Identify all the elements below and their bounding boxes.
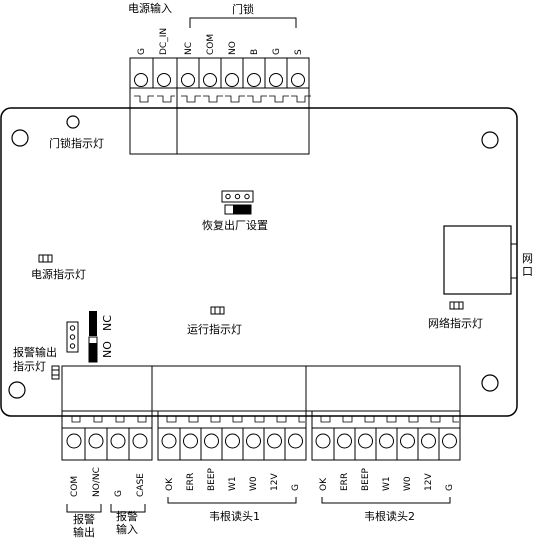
jumper-nc-label: NC <box>101 315 114 331</box>
pin-r2-err: ERR <box>340 472 350 491</box>
pin-lock-g: G <box>272 48 282 55</box>
pin-power-g: G <box>137 48 147 55</box>
power-input-label: 电源输入 <box>128 2 172 15</box>
pin-alarm-com: COM <box>70 475 80 497</box>
power-connector <box>129 57 178 155</box>
pin-alarm-nonc: NO/NC <box>92 467 102 497</box>
alarm-in-bracket <box>110 504 146 513</box>
pin-alarm-case: CASE <box>136 473 146 497</box>
pin-lock-com: COM <box>206 33 216 55</box>
network-port <box>443 225 512 295</box>
alarm-terminal-block <box>61 427 153 461</box>
factory-reset-jumper <box>221 190 254 215</box>
pin-power-dcin: DC_IN <box>159 27 169 55</box>
pin-r1-g: G <box>291 484 301 491</box>
pin-lock-b: B <box>250 48 260 55</box>
pin-r1-ok: OK <box>165 478 175 491</box>
pin-alarm-g: G <box>114 490 124 497</box>
pin-r1-err: ERR <box>186 472 196 491</box>
pin-r2-beep: BEEP <box>361 468 371 491</box>
run-indicator-label: 运行指示灯 <box>187 323 242 336</box>
network-indicator-label: 网络指示灯 <box>428 317 483 330</box>
mounting-hole-bottom-right <box>481 374 499 392</box>
factory-reset-label: 恢复出厂设置 <box>202 219 268 232</box>
door-lock-label: 门锁 <box>232 3 254 16</box>
door-lock-led <box>66 115 80 129</box>
reader1-terminal-block <box>157 427 307 461</box>
pin-r1-w0: W0 <box>249 476 259 491</box>
pin-r1-beep: BEEP <box>207 468 217 491</box>
power-led <box>38 254 53 263</box>
pin-r1-w1: W1 <box>228 476 238 491</box>
alarm-out-indicator-label-2: 指示灯 <box>13 360 46 373</box>
alarm-out-bracket <box>66 504 102 513</box>
network-led <box>449 301 464 310</box>
wiegand-reader-1-label: 韦根读头1 <box>209 510 260 523</box>
pin-lock-s: S <box>294 49 304 55</box>
pin-r2-12v: 12V <box>424 473 434 491</box>
door-lock-bracket <box>189 17 297 28</box>
pin-r2-w0: W0 <box>403 476 413 491</box>
pin-lock-no: NO <box>228 41 238 55</box>
alarm-input-label-2: 输入 <box>116 523 138 536</box>
nc-no-jumper <box>66 311 98 363</box>
alarm-out-led <box>51 365 60 380</box>
pin-lock-nc: NC <box>184 41 194 55</box>
alarm-output-label-1: 报警 <box>73 513 95 526</box>
pin-r2-w1: W1 <box>382 476 392 491</box>
alarm-input-label-1: 报警 <box>116 510 138 523</box>
pin-r2-g: G <box>445 484 455 491</box>
alarm-output-label-2: 输出 <box>73 526 95 539</box>
network-port-label: 网口 <box>522 252 533 278</box>
reader1-bracket <box>167 497 297 504</box>
bottom-connector-housings <box>61 365 461 429</box>
power-indicator-label: 电源指示灯 <box>31 268 86 281</box>
wiegand-reader-2-label: 韦根读头2 <box>364 510 415 523</box>
lock-connector <box>176 57 311 155</box>
door-lock-indicator-label: 门锁指示灯 <box>49 137 104 150</box>
jumper-no-label: NO <box>101 341 114 358</box>
mounting-hole-bottom-left <box>8 381 26 399</box>
reader2-terminal-block <box>311 427 461 461</box>
run-led <box>210 306 225 315</box>
reader2-bracket <box>321 497 451 504</box>
pin-r1-12v: 12V <box>270 473 280 491</box>
mounting-hole-top-left <box>11 129 29 147</box>
mounting-hole-top-right <box>481 131 499 149</box>
pin-r2-ok: OK <box>319 478 329 491</box>
alarm-out-indicator-label-1: 报警输出 <box>13 346 57 359</box>
